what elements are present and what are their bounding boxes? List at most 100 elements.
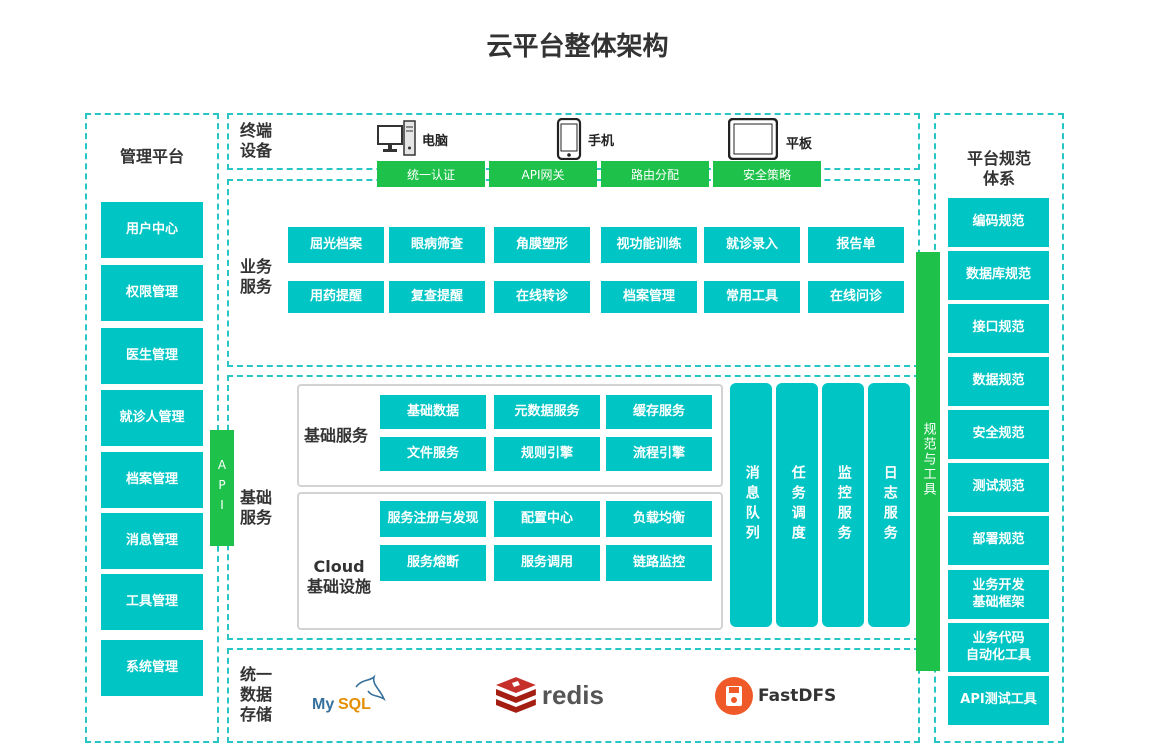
standard-item-label: 数据规范: [972, 373, 1025, 389]
basic-service-label: 基础数据: [406, 403, 459, 419]
cloud-infra-panel: [297, 492, 723, 630]
cloud-service-label: 负载均衡: [632, 510, 685, 526]
device-label-computer: 电脑: [422, 134, 449, 149]
terminal-label: 终端 设备: [240, 121, 273, 160]
basic-services-label: 基础服务: [304, 426, 369, 445]
device-label-phone: 手机: [588, 134, 615, 149]
storage-label: 统一 数据 存储: [240, 665, 273, 724]
basic-service-label: 元数据服务: [514, 403, 580, 419]
cloud-service: 服务熔断: [380, 545, 486, 581]
cloud-service-label: 配置中心: [520, 510, 573, 526]
management-item-label: 档案管理: [125, 471, 178, 487]
infra-column: 监控服务: [822, 383, 864, 627]
standards-heading: 平台规范 体系: [966, 149, 1031, 188]
business-service-label: 在线转诊: [515, 288, 568, 304]
basic-service-label: 缓存服务: [632, 403, 685, 419]
gateway-item-label: 路由分配: [630, 167, 679, 182]
basic-service: 元数据服务: [494, 395, 600, 429]
gateway-item: 路由分配: [601, 161, 709, 187]
svg-text:SQL: SQL: [338, 696, 371, 713]
standard-item: 数据规范: [948, 357, 1049, 406]
standard-item-label: 编码规范: [972, 214, 1025, 230]
fastdfs-logo: FastDFS: [714, 676, 844, 716]
standard-item: 编码规范: [948, 198, 1049, 247]
business-service-label: 就诊录入: [725, 236, 778, 252]
basic-service-label: 规则引擎: [520, 445, 573, 461]
management-item: 医生管理: [101, 328, 203, 384]
cloud-service: 链路监控: [606, 545, 712, 581]
cloud-service: 负载均衡: [606, 501, 712, 537]
device-label-tablet: 平板: [786, 137, 813, 152]
business-service-label: 眼病筛查: [410, 236, 463, 252]
business-service-label: 用药提醒: [309, 288, 362, 304]
basic-service-label: 流程引擎: [632, 445, 685, 461]
basic-service: 缓存服务: [606, 395, 712, 429]
infra-column: 任务调度: [776, 383, 818, 627]
cloud-service-label: 服务熔断: [406, 554, 459, 570]
fastdfs-logo-text: FastDFS: [758, 686, 837, 706]
gateway-item: API网关: [489, 161, 597, 187]
standard-item: 数据库规范: [948, 251, 1049, 300]
business-service: 在线转诊: [494, 281, 590, 313]
standard-item-label: 接口规范: [972, 320, 1025, 336]
management-item: 用户中心: [101, 202, 203, 258]
standard-item: 安全规范: [948, 410, 1049, 459]
cloud-service-label: 链路监控: [632, 554, 685, 570]
gateway-item: 安全策略: [713, 161, 821, 187]
standard-item: 业务代码 自动化工具: [948, 623, 1049, 672]
cloud-infra-label: Cloud 基础设施: [306, 557, 371, 596]
gateway-item-label: 统一认证: [406, 167, 455, 182]
foundation-label: 基础 服务: [240, 488, 273, 527]
management-item: 权限管理: [101, 265, 203, 321]
svg-text:My: My: [312, 696, 334, 713]
management-item-label: 消息管理: [125, 532, 178, 548]
standard-item-label: 安全规范: [972, 426, 1025, 442]
redis-logo: redis: [494, 674, 604, 716]
management-item-label: 就诊人管理: [119, 409, 185, 425]
business-service-label: 在线问诊: [829, 288, 882, 304]
business-service: 在线问诊: [808, 281, 904, 313]
page-title: 云平台整体架构: [486, 32, 669, 62]
management-item: 系统管理: [101, 640, 203, 696]
mobile-phone-icon: [556, 117, 582, 161]
business-service: 常用工具: [704, 281, 800, 313]
standard-item: API测试工具: [948, 676, 1049, 725]
management-item: 就诊人管理: [101, 390, 203, 446]
gateway-item-label: API网关: [521, 167, 565, 182]
basic-service: 流程引擎: [606, 437, 712, 471]
business-service-label: 报告单: [836, 236, 876, 252]
business-service-label: 屈光档案: [309, 236, 362, 252]
infra-column: 消息队列: [730, 383, 772, 627]
spec-tools-bar: 规范与工具: [916, 252, 940, 671]
cloud-service: 配置中心: [494, 501, 600, 537]
standard-item: 业务开发 基础框架: [948, 570, 1049, 619]
standard-item: 部署规范: [948, 516, 1049, 565]
mysql-logo: My SQL: [310, 673, 390, 717]
infra-column: 日志服务: [868, 383, 910, 627]
business-service: 屈光档案: [288, 227, 384, 263]
standard-item-label: 业务开发 基础框架: [972, 578, 1025, 610]
business-service: 角膜塑形: [494, 227, 590, 263]
infra-column-label: 消息队列: [743, 465, 760, 545]
standard-item-label: 部署规范: [972, 532, 1025, 548]
business-frame: [227, 179, 920, 367]
management-item-label: 系统管理: [125, 659, 178, 675]
business-service-label: 视功能训练: [616, 236, 682, 252]
infra-column-label: 监控服务: [835, 465, 852, 545]
basic-service: 基础数据: [380, 395, 486, 429]
business-service-label: 角膜塑形: [515, 236, 568, 252]
business-service: 复查提醒: [389, 281, 485, 313]
basic-service: 文件服务: [380, 437, 486, 471]
storage-frame: [227, 648, 920, 743]
management-item-label: 用户中心: [125, 221, 178, 237]
business-service: 就诊录入: [704, 227, 800, 263]
management-item-label: 工具管理: [125, 593, 178, 609]
standard-item-label: 业务代码 自动化工具: [965, 631, 1031, 663]
standard-item-label: 测试规范: [972, 479, 1025, 495]
api-bar: API: [210, 430, 234, 546]
redis-logo-text: redis: [541, 679, 604, 710]
gateway-item-label: 安全策略: [742, 167, 791, 182]
infra-column-label: 任务调度: [789, 465, 806, 545]
business-service-label: 档案管理: [622, 288, 675, 304]
tablet-icon: [727, 117, 779, 161]
